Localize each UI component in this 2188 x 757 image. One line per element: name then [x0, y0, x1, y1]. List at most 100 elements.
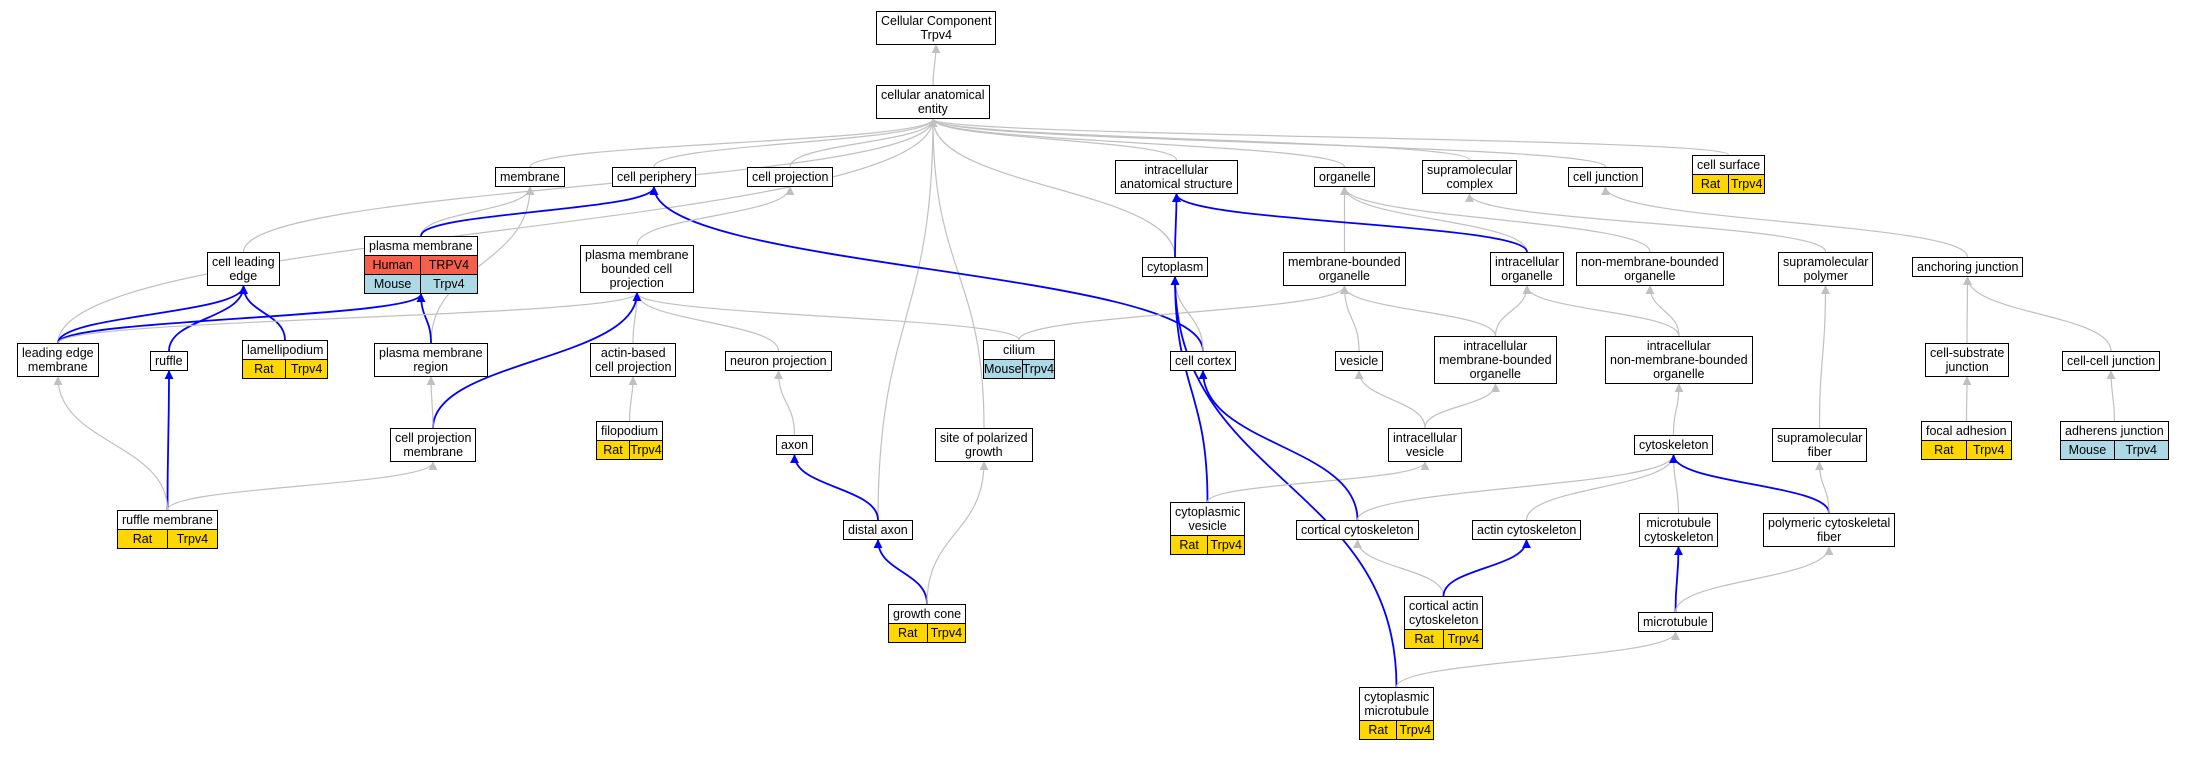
is-a-edge-csj-to-anchoring	[1962, 276, 1972, 344]
is-a-edge-ivesicle-to-vesicle	[1354, 370, 1426, 429]
term-label: distal axon	[848, 523, 908, 537]
term-node-io[interactable]: intracellular organelle	[1490, 252, 1564, 286]
term-node-cytoplasm[interactable]: cytoplasm	[1142, 257, 1209, 277]
term-label: non-membrane-bounded organelle	[1581, 255, 1719, 283]
term-node-periphery[interactable]: cell periphery	[612, 167, 697, 187]
term-label: supramolecular fiber	[1777, 431, 1863, 459]
term-label: intracellular vesicle	[1393, 431, 1457, 459]
term-label: cytoskeleton	[1639, 438, 1709, 452]
term-node-microtubule[interactable]: microtubule	[1638, 612, 1713, 632]
term-node-suprafiber[interactable]: supramolecular fiber	[1772, 428, 1868, 462]
term-label: cytoplasm	[1147, 260, 1204, 274]
term-node-corticalcs[interactable]: cortical cytoskeleton	[1296, 520, 1419, 540]
is-a-edge-neuronproj-to-pmbcp	[632, 292, 780, 352]
term-node-actincs[interactable]: actin cytoskeleton	[1472, 520, 1582, 540]
term-label: cell surface	[1697, 158, 1761, 172]
term-label: polymeric cytoskeletal fiber	[1768, 516, 1891, 544]
term-node-organelle[interactable]: organelle	[1314, 167, 1376, 187]
part-of-edge-microtubule-to-mtcs	[1673, 546, 1683, 613]
term-node-root[interactable]: Cellular Component Trpv4	[876, 11, 997, 45]
term-node-polarized[interactable]: site of polarized growth	[935, 428, 1033, 462]
term-node-mtcs[interactable]: microtubule cytoskeleton	[1639, 513, 1719, 547]
is-a-edge-inmbo-to-nmbo	[1645, 285, 1680, 337]
is-a-edge-rufflemem-to-lem	[53, 376, 169, 511]
term-node-axon[interactable]: axon	[776, 435, 814, 455]
term-label: intracellular non-membrane-bounded organ…	[1610, 339, 1748, 381]
term-node-cpm[interactable]: cell projection membrane	[390, 428, 477, 462]
term-node-projection[interactable]: cell projection	[747, 167, 834, 187]
is-a-edge-growthcone-to-polarized	[926, 461, 989, 605]
term-label: plasma membrane	[369, 239, 473, 253]
term-node-leading[interactable]: cell leading edge	[207, 252, 280, 286]
part-of-edge-ruffle-to-leading	[168, 285, 248, 352]
term-label: cell periphery	[617, 170, 692, 184]
term-node-cytoskeleton[interactable]: cytoskeleton	[1634, 435, 1714, 455]
term-node-pmregion[interactable]: plasma membrane region	[374, 343, 488, 377]
term-node-mbo[interactable]: membrane-bounded organelle	[1283, 252, 1406, 286]
term-node-actinproj[interactable]: actin-based cell projection	[590, 343, 677, 377]
term-node-ruffle[interactable]: ruffle	[150, 351, 188, 371]
term-node-pmbcp[interactable]: plasma membrane bounded cell projection	[580, 245, 694, 293]
gene-cell: Trpv4	[1207, 536, 1244, 554]
term-node-polyfiber[interactable]: polymeric cytoskeletal fiber	[1763, 513, 1896, 547]
term-node-imbo[interactable]: intracellular membrane-bounded organelle	[1434, 336, 1557, 384]
term-node-supracomplex[interactable]: supramolecular complex	[1422, 160, 1518, 194]
term-node-cortex[interactable]: cell cortex	[1170, 351, 1237, 371]
term-node-inmbo[interactable]: intracellular non-membrane-bounded organ…	[1605, 336, 1753, 384]
is-a-edge-junction-to-cae	[928, 118, 1607, 168]
term-node-lem[interactable]: leading edge membrane	[17, 343, 99, 377]
organism-cell: Rat	[1414, 632, 1434, 646]
organism-cell: Rat	[898, 626, 918, 640]
term-node-ivesicle[interactable]: intracellular vesicle	[1388, 428, 1462, 462]
term-label: ruffle membrane	[122, 513, 213, 527]
term-node-vesicle[interactable]: vesicle	[1335, 351, 1384, 371]
term-label: supramolecular polymer	[1783, 255, 1869, 283]
term-node-ias[interactable]: intracellular anatomical structure	[1115, 160, 1238, 194]
is-a-edge-imbo-to-mbo	[1340, 285, 1497, 337]
is-a-edge-filopodium-to-actinproj	[628, 376, 638, 422]
is-a-edge-suprafiber-to-suprapoly	[1818, 285, 1830, 429]
term-node-ccj[interactable]: cell-cell junction	[2062, 351, 2161, 371]
part-of-edge-polyfiber-to-cytoskeleton	[1669, 454, 1830, 514]
term-label: cell-substrate junction	[1930, 346, 2005, 374]
term-label: intracellular organelle	[1495, 255, 1559, 283]
term-node-cae[interactable]: cellular anatomical entity	[876, 85, 990, 119]
term-label: cortical cytoskeleton	[1301, 523, 1414, 537]
term-label: axon	[781, 438, 809, 452]
term-node-nmbo[interactable]: non-membrane-bounded organelle	[1576, 252, 1724, 286]
is-a-edge-cytovesicle-to-ivesicle	[1206, 461, 1430, 503]
term-node-membrane[interactable]: membrane	[495, 167, 565, 187]
part-of-edge-io-to-ias	[1172, 193, 1528, 253]
term-node-neuronproj[interactable]: neuron projection	[725, 351, 832, 371]
term-label: growth cone	[893, 607, 962, 621]
organism-cell: Rat	[132, 532, 153, 546]
term-node-distal[interactable]: distal axon	[843, 520, 913, 540]
term-label: neuron projection	[730, 354, 827, 368]
term-node-anchoring[interactable]: anchoring junction	[1912, 257, 2024, 277]
term-node-suprapoly[interactable]: supramolecular polymer	[1778, 252, 1874, 286]
is-a-edge-corticalcs-to-cytoskeleton	[1356, 454, 1678, 521]
is-a-edge-projection-to-cae	[789, 118, 938, 168]
term-node-junction[interactable]: cell junction	[1568, 167, 1644, 187]
term-label: cortical actin cytoskeleton	[1409, 599, 1479, 627]
part-of-edge-cortactin-to-actincs	[1442, 539, 1531, 597]
term-node-csj[interactable]: cell-substrate junction	[1925, 343, 2010, 377]
